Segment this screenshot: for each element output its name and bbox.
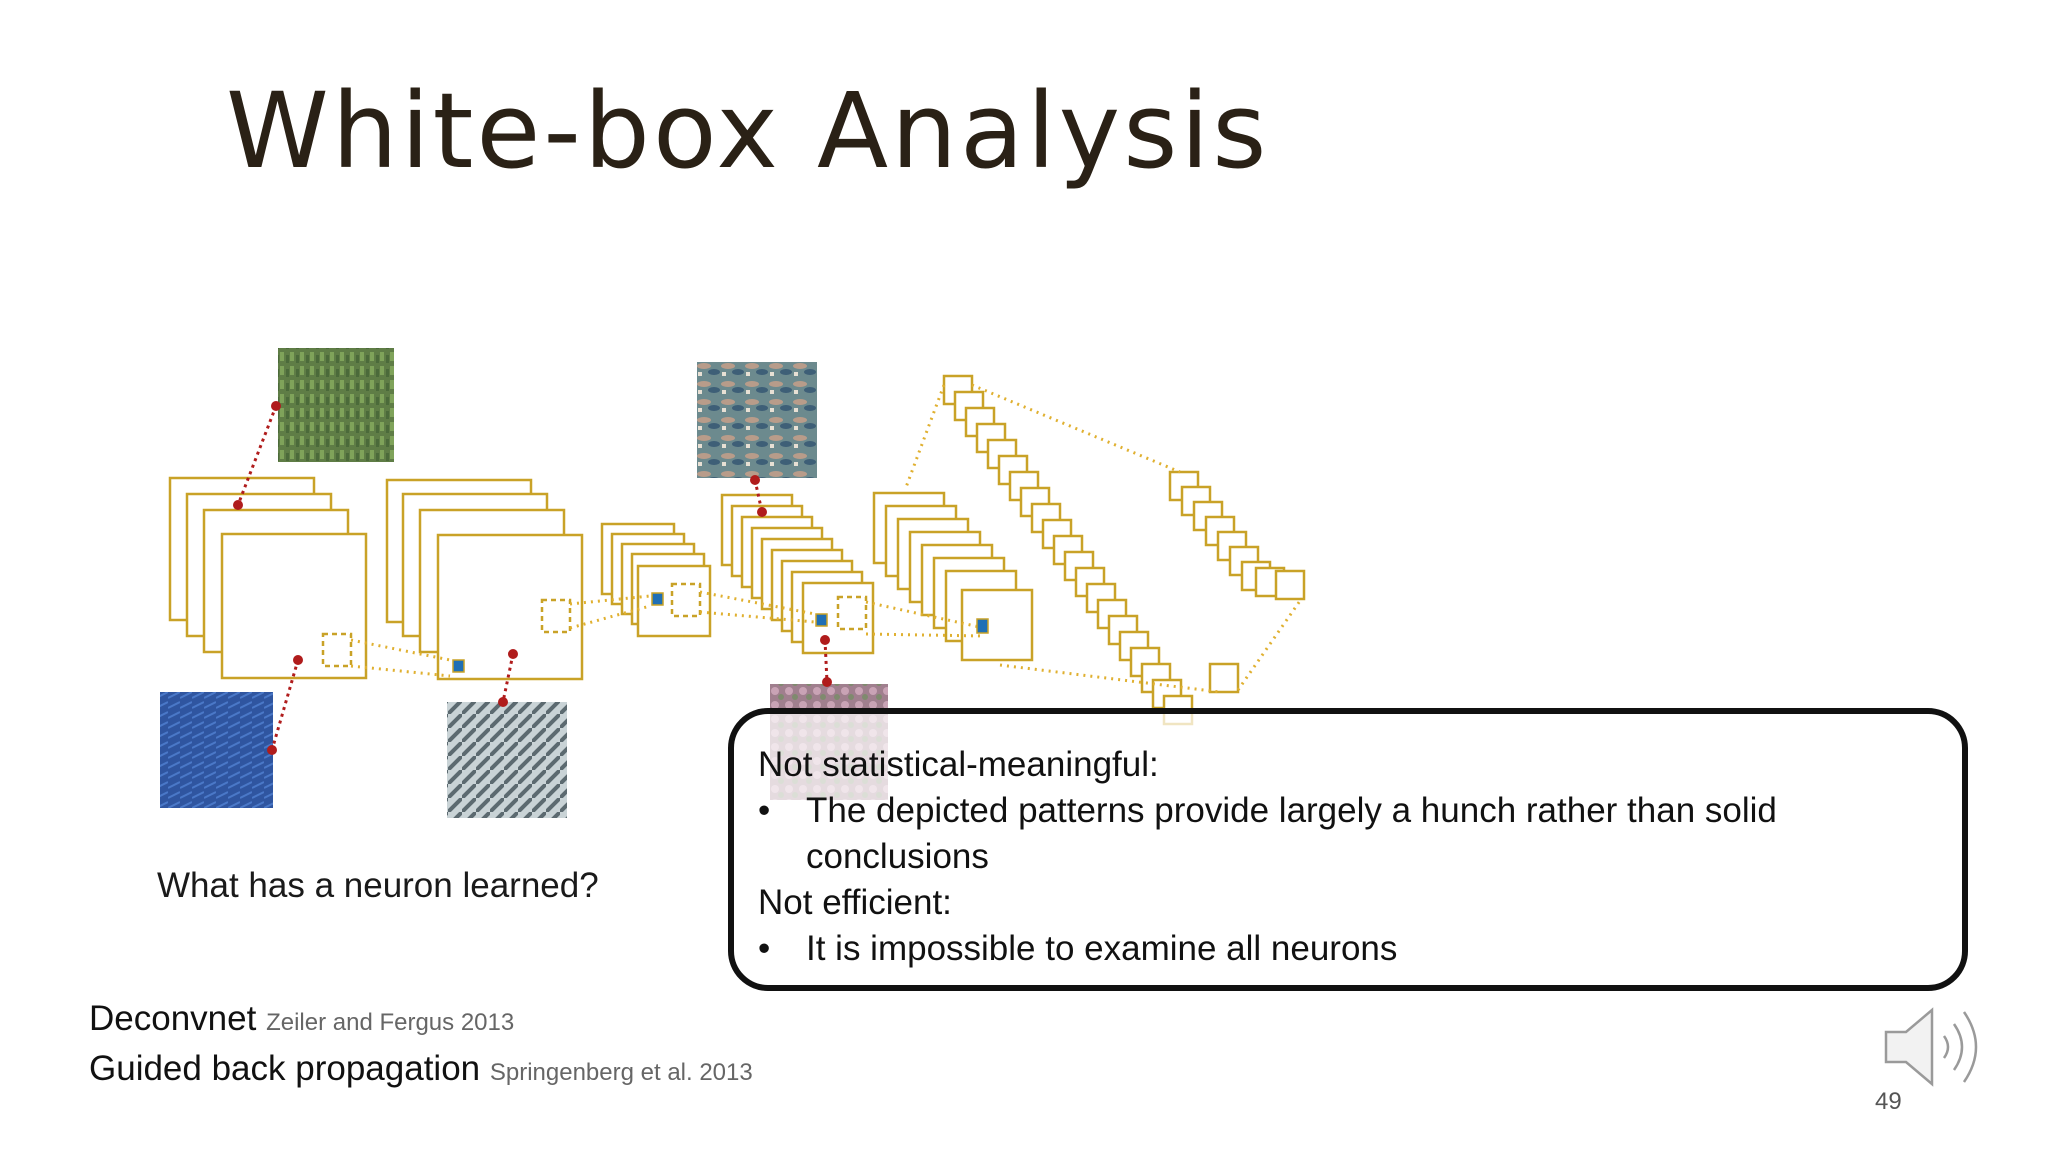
receptive-field-box-2	[540, 598, 572, 634]
visualization-patch-blue	[160, 692, 273, 808]
reference-guided-backprop: Guided back propagation Springenberg et …	[89, 1046, 753, 1096]
callout-bullet-2: • It is impossible to examine all neuron…	[758, 926, 1938, 972]
pointer-dot	[267, 745, 277, 755]
reference-citation: Springenberg et al. 2013	[489, 1059, 753, 1086]
receptive-field-box-1	[321, 632, 353, 668]
pointer-dot	[271, 401, 281, 411]
pointer-line	[270, 659, 300, 751]
reference-method: Guided back propagation	[89, 1049, 481, 1088]
bullet-dot: •	[758, 791, 771, 830]
question-text: What has a neuron learned?	[157, 866, 599, 905]
receptive-field-box-3	[670, 582, 702, 618]
layer1-map-4	[220, 532, 368, 680]
neuron-layer4	[815, 613, 828, 627]
link-line	[971, 383, 1181, 474]
pointer-dot	[822, 677, 832, 687]
pointer-line	[823, 639, 829, 683]
neuron-layer5	[976, 618, 989, 634]
fc-layer-2	[1168, 470, 1306, 601]
link-line	[350, 638, 451, 662]
pointer-line	[501, 653, 515, 703]
pointer-dot	[498, 697, 508, 707]
visualization-patch-stripes	[447, 702, 567, 818]
callout-bullet-1: • The depicted patterns provide largely …	[758, 788, 1938, 880]
callout-bullet-text-2: It is impossible to examine all neurons	[806, 929, 1398, 968]
fc2-unit	[1274, 569, 1306, 601]
limitations-callout: Not statistical-meaningful: • The depict…	[728, 708, 1968, 991]
fc1-unit	[1208, 662, 1240, 694]
link-line	[350, 664, 451, 678]
page-number: 49	[1875, 1088, 1902, 1115]
neuron-layer2	[452, 659, 465, 673]
link-line	[1236, 597, 1304, 691]
speaker-icon[interactable]	[1882, 1002, 2002, 1092]
reference-method: Deconvnet	[89, 999, 257, 1038]
reference-citation: Zeiler and Fergus 2013	[266, 1009, 515, 1036]
pointer-dot	[750, 475, 760, 485]
pointer-dot	[757, 507, 767, 517]
bullet-dot: •	[758, 929, 771, 968]
link-line	[903, 384, 946, 491]
link-line	[865, 632, 985, 638]
pointer-line	[753, 479, 764, 513]
pointer-dot	[233, 500, 243, 510]
layer5-map-8	[960, 588, 1034, 662]
neuron-layer3	[651, 592, 664, 606]
callout-bullet-text-1: The depicted patterns provide largely a …	[806, 791, 1777, 876]
callout-heading-2: Not efficient:	[758, 883, 952, 922]
callout-heading-1: Not statistical-meaningful:	[758, 745, 1159, 784]
layer3-map-5	[636, 564, 712, 638]
link-line	[699, 610, 816, 624]
link-line	[999, 663, 1221, 694]
pointer-dot	[508, 649, 518, 659]
visualization-patch-mosaic	[697, 362, 817, 478]
pointer-dot	[820, 635, 830, 645]
receptive-field-box-4	[836, 595, 868, 631]
references: Deconvnet Zeiler and Fergus 2013 Guided …	[89, 996, 753, 1096]
reference-deconvnet: Deconvnet Zeiler and Fergus 2013	[89, 996, 753, 1046]
pointer-dot	[293, 655, 303, 665]
slide-title: White-box Analysis	[226, 70, 1270, 192]
visualization-patch-green	[278, 348, 394, 462]
